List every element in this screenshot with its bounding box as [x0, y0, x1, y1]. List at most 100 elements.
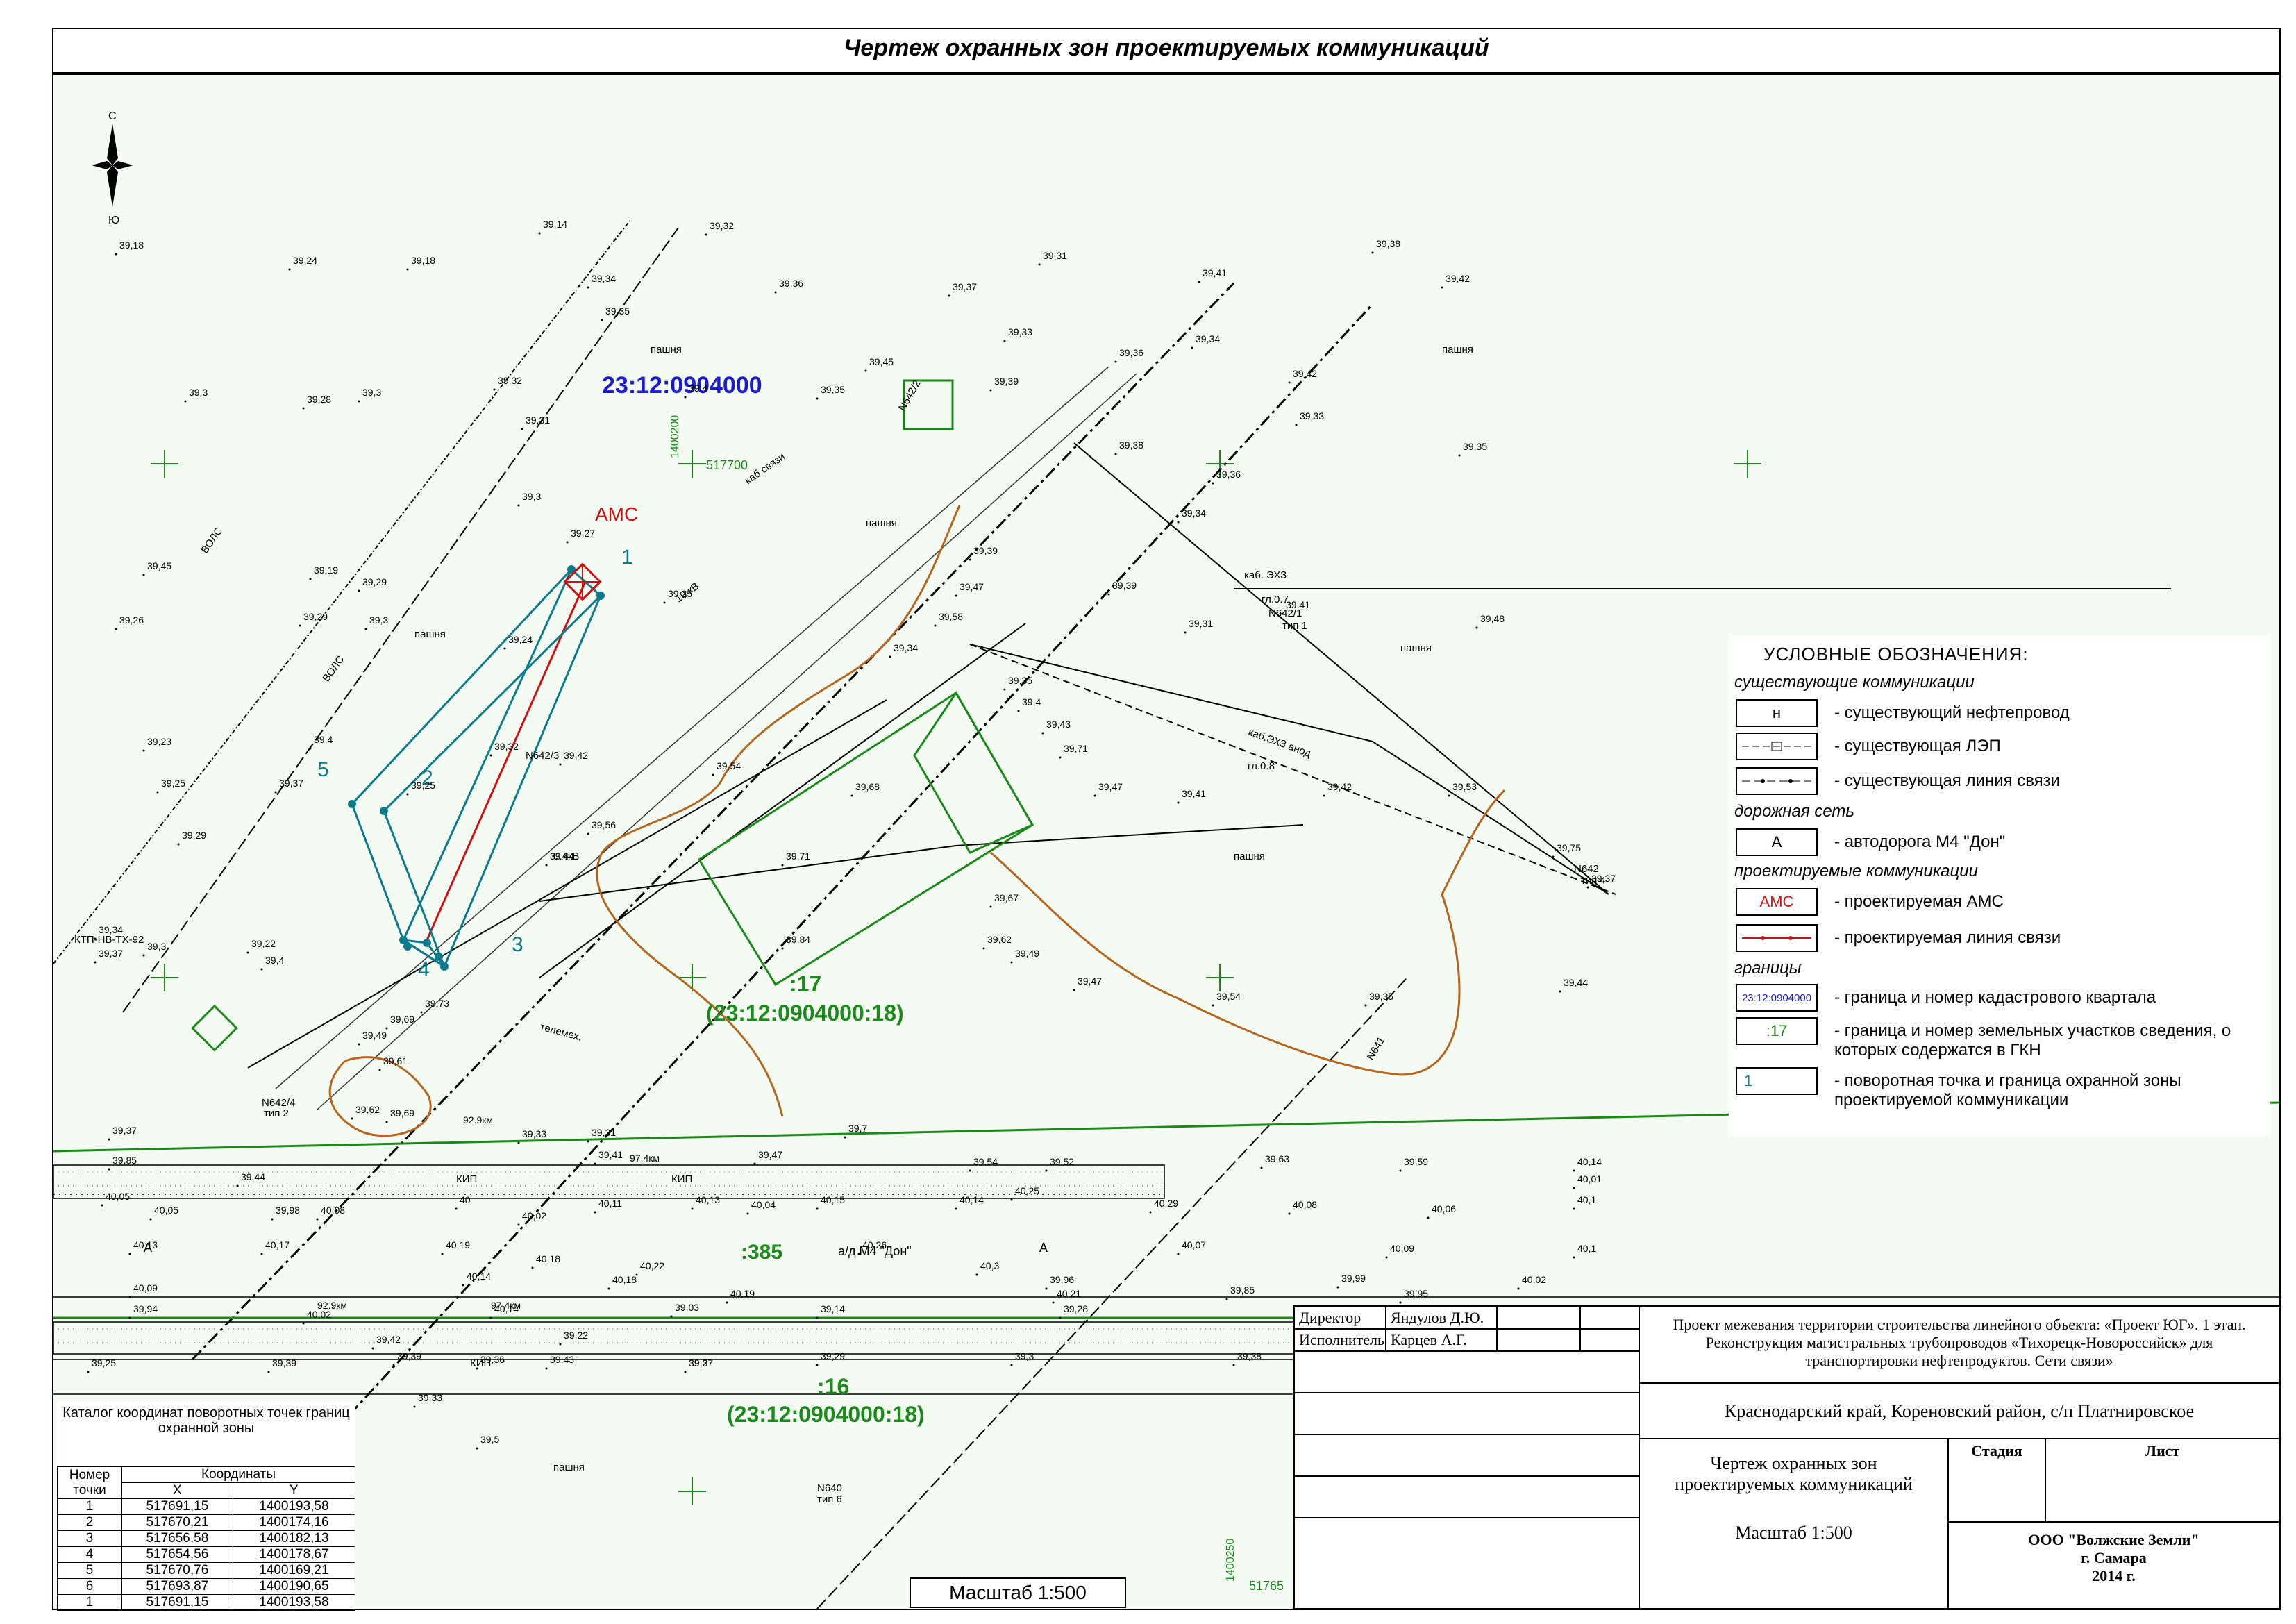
- spot-height: 39,31: [587, 1127, 616, 1143]
- spot-height: 40,14: [489, 1303, 519, 1319]
- spot-height-label: 39,44: [550, 851, 574, 862]
- spot-height-label: 39,96: [1050, 1274, 1074, 1285]
- spot-height-label: 39,22: [564, 1330, 588, 1341]
- parcel-17-full: (23:12:0904000:18): [706, 1001, 904, 1026]
- legend-quarter-symbol: 23:12:0904000: [1736, 984, 1818, 1012]
- spot-height-label: 40,1: [1577, 1194, 1596, 1205]
- legend: УСЛОВНЫЕ ОБОЗНАЧЕНИЯ: существующие комму…: [1729, 635, 2270, 1135]
- spot-height-label: 39,35: [1463, 441, 1487, 452]
- spot-height-label: 39,48: [1480, 613, 1505, 624]
- director-date: [1580, 1307, 1639, 1329]
- spot-height: 39,98: [271, 1205, 300, 1221]
- spot-height-label: 39,37: [1591, 873, 1616, 884]
- spot-height-label: 39,14: [543, 219, 567, 230]
- spot-height: 39,3: [1010, 1350, 1034, 1366]
- spot-height-label: 39,32: [498, 375, 522, 386]
- n642-4: N642/4: [262, 1097, 295, 1109]
- compass-icon: С Ю: [92, 110, 133, 226]
- spot-height: 40,19: [726, 1288, 755, 1304]
- legend-parcel-text: - граница и номер земельных участков све…: [1834, 1021, 2231, 1060]
- spot-height-label: 39,47: [960, 581, 984, 592]
- spot-height-label: 40,13: [696, 1194, 720, 1205]
- legend-ams-text: - проектируемая АМС: [1834, 892, 2004, 911]
- stamp-drawing: Чертеж охранных зон проектируемых коммун…: [1675, 1453, 1913, 1494]
- spot-height-label: 39,47: [758, 1149, 782, 1160]
- spot-height-label: 40,14: [1577, 1156, 1602, 1167]
- spot-height: 39,3: [142, 941, 166, 957]
- spot-height: 39,58: [934, 611, 963, 627]
- n642: N642: [1574, 863, 1599, 875]
- spot-height-label: 39,4: [314, 734, 333, 745]
- parcel-385: :385: [741, 1241, 782, 1264]
- spot-height-label: 39,3: [369, 614, 388, 626]
- grid-label-x1: 517700: [706, 458, 748, 472]
- spot-height-label: 40,09: [133, 1282, 158, 1294]
- spot-height: 39,45: [864, 356, 894, 372]
- legend-section-existing: существующие коммуникации: [1734, 673, 1975, 692]
- spot-height-label: 40,02: [307, 1309, 331, 1320]
- point-2: 2: [421, 767, 433, 789]
- point-4: 4: [418, 958, 430, 981]
- kv04: 0.4кВ: [553, 851, 579, 862]
- spot-height-label: 39,5: [480, 1434, 499, 1445]
- parcel-17: :17: [789, 971, 821, 996]
- spot-height-label: 39,42: [564, 750, 588, 761]
- stamp-blank-2: [1294, 1393, 1639, 1434]
- stamp-stage: Стадия: [1948, 1439, 2045, 1522]
- legend-turn-text: - поворотная точка и граница охранной зо…: [1834, 1071, 2181, 1110]
- spot-height-label: 39,38: [1376, 238, 1400, 249]
- spot-height: 39,35: [1003, 675, 1032, 691]
- spot-height-label: 39,18: [411, 255, 435, 266]
- spot-height: 40,05: [101, 1191, 130, 1207]
- spot-height: 39,3: [517, 491, 541, 507]
- legend-comm: - существующая линия связи: [1736, 767, 2263, 799]
- spot-height: 39,56: [587, 819, 616, 835]
- spot-height: 40,06: [1427, 1203, 1456, 1219]
- spot-height-label: 39,4: [689, 383, 707, 394]
- spot-height-label: 39,28: [307, 394, 331, 405]
- field-label-5: пашня: [1442, 344, 1473, 355]
- spot-height-label: 39,35: [1008, 675, 1032, 686]
- spot-height: 39,42: [1323, 781, 1352, 797]
- cab-ehz: каб. ЭХЗ: [1244, 569, 1287, 581]
- catalog-title: Каталог координат поворотных точек грани…: [62, 1405, 350, 1436]
- legend-comm-text: - существующая линия связи: [1834, 771, 2061, 790]
- spot-height: 39,32: [489, 741, 519, 757]
- point-1: 1: [621, 546, 633, 569]
- spot-height-label: 40,19: [730, 1288, 755, 1299]
- legend-road-text: - автодорога М4 "Дон": [1834, 832, 2006, 851]
- spot-height-label: 39,39: [973, 545, 998, 556]
- spot-height-label: 39,54: [973, 1156, 998, 1167]
- spot-height-label: 39,31: [526, 415, 550, 426]
- spot-height: 39,14: [538, 219, 567, 235]
- spot-height: 39,25: [663, 588, 692, 604]
- field-label-2: пашня: [866, 517, 897, 529]
- comm-line-icon: [1736, 767, 1818, 795]
- spot-height-label: 39,03: [675, 1302, 699, 1313]
- point-3: 3: [512, 933, 523, 956]
- spot-height-label: 39,68: [855, 781, 880, 792]
- road-letter-a: А: [144, 1241, 152, 1255]
- spot-height: 39,62: [982, 934, 1012, 950]
- spot-height: 40,18: [607, 1274, 637, 1290]
- spot-height: 39,45: [142, 560, 171, 576]
- spot-height-label: 39,29: [303, 611, 328, 622]
- spot-height: 40,04: [746, 1199, 776, 1215]
- stamp-blank-5: [1294, 1518, 1639, 1609]
- spot-height: 39,3: [684, 1357, 707, 1373]
- spot-height: 39,41: [594, 1149, 623, 1165]
- spot-height: 40,07: [1177, 1239, 1206, 1255]
- field-label-6: пашня: [1234, 851, 1265, 862]
- spot-height: 39,94: [128, 1303, 158, 1319]
- legend-title: УСЛОВНЫЕ ОБОЗНАЧЕНИЯ:: [1763, 644, 2029, 664]
- spot-height-label: 39,34: [99, 924, 123, 935]
- spot-height-label: 39,36: [480, 1354, 505, 1365]
- spot-height: 39,23: [142, 736, 171, 752]
- spot-height: 39,44: [1559, 977, 1588, 993]
- spot-height: 39,47: [1093, 781, 1123, 797]
- spot-height: 39,85: [1225, 1284, 1255, 1300]
- spot-height: 39,25: [87, 1357, 116, 1373]
- spot-height-label: 39,22: [251, 938, 276, 949]
